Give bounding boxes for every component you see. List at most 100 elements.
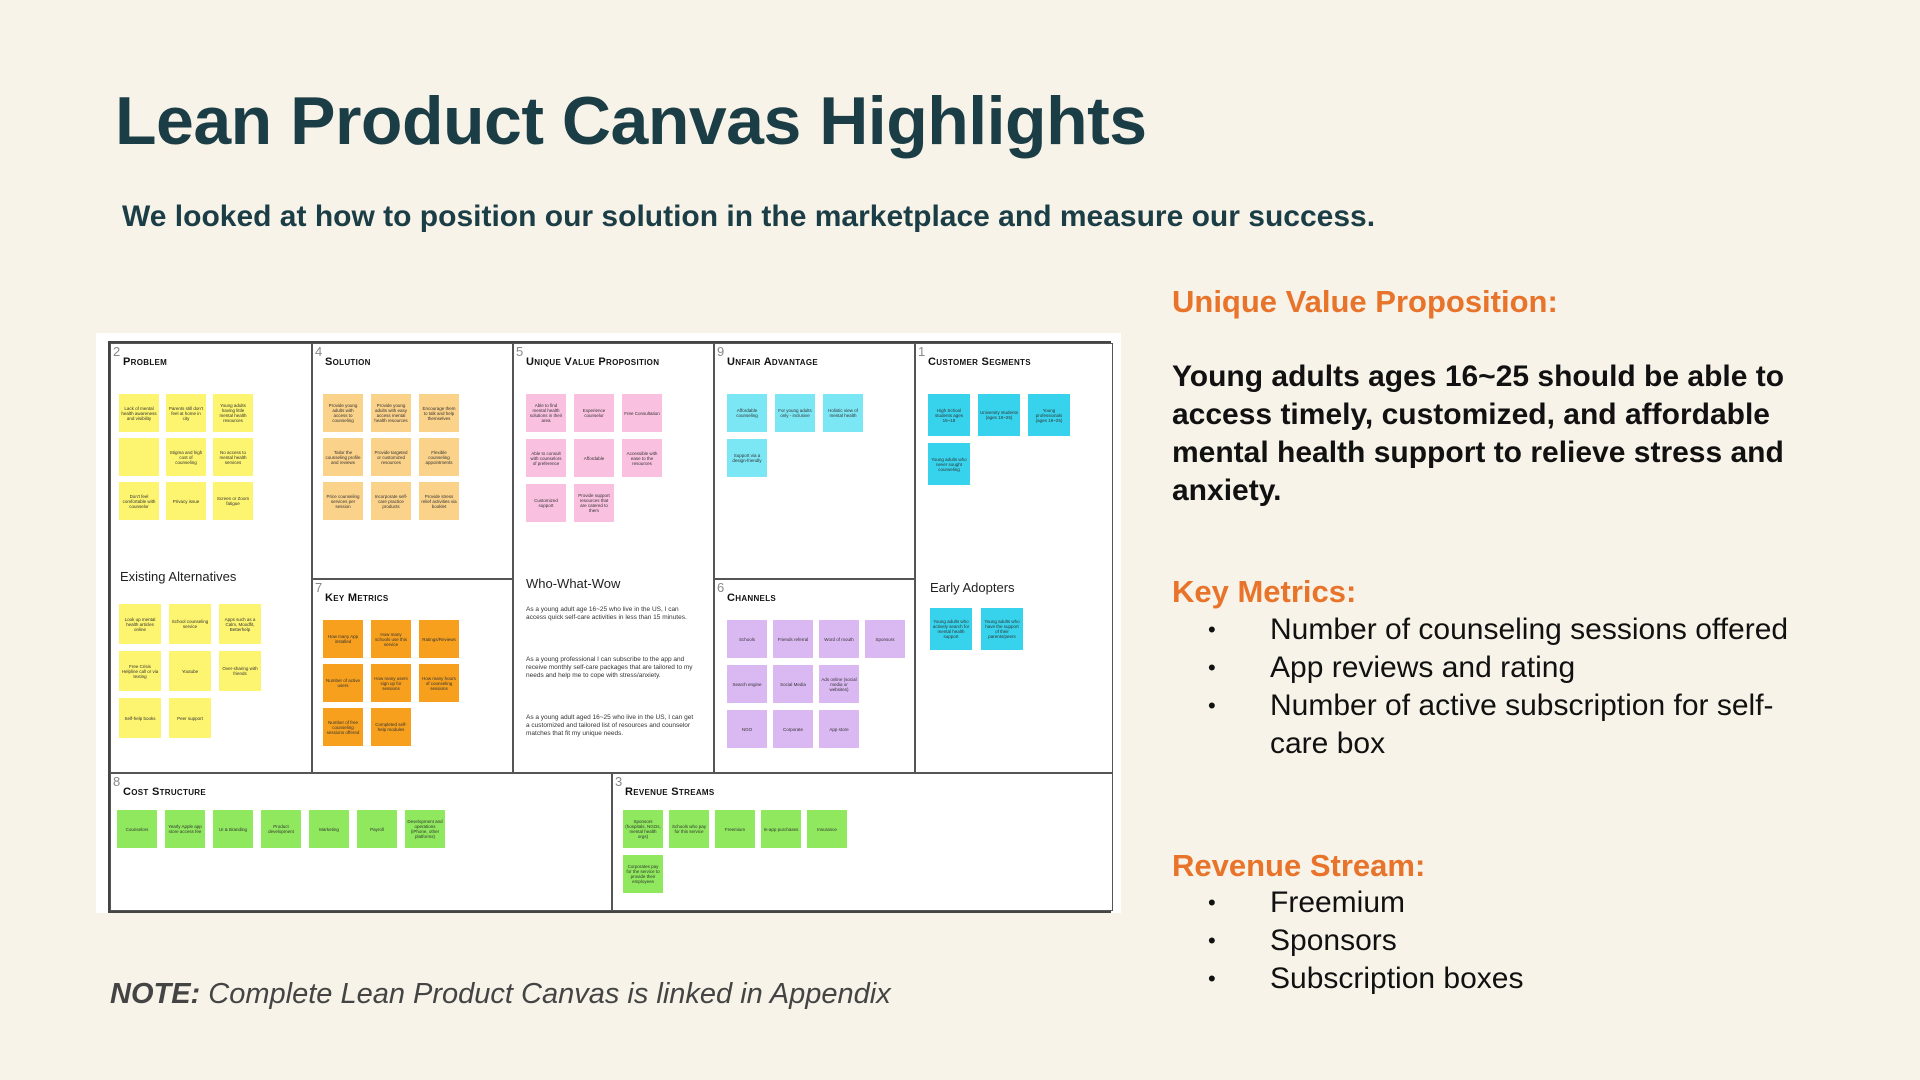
sticky-note: Provide young adults with access to coun… [323,394,363,432]
cost-notes: Counselors Yearly Apple app store access… [117,810,445,848]
sticky-note: Schools [727,620,767,658]
empty-slot [865,665,905,703]
cell-number: 1 [918,344,926,359]
sticky-note: Privacy issue [166,482,206,520]
sticky-note: Parents still don't feel at home in city [166,394,206,432]
sticky-note: Word of mouth [819,620,859,658]
sticky-note: Young professionals (ages 18~25) [1028,394,1070,436]
sticky-note: High School students ages 16~18 [928,394,970,436]
sticky-note: Support via a design-friendly [727,439,767,477]
sticky-note: Customized support [526,484,566,522]
uvp-notes: Able to find mental health solutions in … [526,394,662,522]
sticky-note: Self-help books [119,698,161,738]
sticky-note: Friends referral [773,620,813,658]
sticky-note: Able to consult with counselors of prefe… [526,439,566,477]
note-label: NOTE: [110,978,201,1010]
sticky-note: How many schools use this service [371,620,411,658]
sticky-note: Accessible with ease to the resources [622,439,662,477]
cell-heading: Unfair Advantage [727,356,819,368]
sticky-note: App store [819,710,859,748]
page-subtitle: We looked at how to position our solutio… [122,200,1376,233]
cell-number: 4 [315,344,323,359]
cell-number: 8 [113,774,121,789]
sticky-note: Payroll [357,810,397,848]
sticky-note: Ads online (social media or websites) [819,665,859,703]
unfair-notes: Affordable counseling For young adults o… [727,394,863,477]
sticky-note: Holistic view of mental health [823,394,863,432]
list-item: Sponsors [1208,922,1828,960]
canvas-cell-channels: 6 Channels Schools Friends referral Word… [714,579,915,773]
sticky-note: Corporate [773,710,813,748]
sticky-note: Young adults who have the support of the… [981,608,1023,650]
revenue-stream-heading: Revenue Stream: [1172,848,1426,883]
sticky-note: In-app purchases [761,810,801,848]
cell-heading: Cost Structure [123,786,206,798]
sticky-note: Stigma and high cost of counseling [166,438,206,476]
list-item: Number of active subscription for self-c… [1208,687,1828,763]
sticky-note: Provide targeted or customized resources [371,438,411,476]
list-item: Number of counseling sessions offered [1208,611,1828,649]
canvas-cell-customer-segments: 1 Customer Segments High School students… [915,343,1113,773]
appendix-note: NOTE: Complete Lean Product Canvas is li… [110,978,891,1011]
sticky-note: Ratings/Reviews [419,620,459,658]
sticky-note: Young adults having little mental health… [213,394,253,432]
solution-notes: Provide young adults with access to coun… [323,394,459,520]
cell-number: 3 [615,774,623,789]
revenue-stream-list: Freemium Sponsors Subscription boxes [1208,884,1828,998]
sticky-note: Young adults who never sought counseling [928,443,970,485]
cell-number: 7 [315,580,323,595]
sticky-note: How many hours of counseling sessions [419,664,459,702]
uvp-heading: Unique Value Proposition: [1172,284,1558,319]
early-adopters-notes: Young adults who actively search for men… [930,608,1023,650]
sticky-note: Look up mental health articles online [119,604,161,644]
canvas-cell-cost-structure: 8 Cost Structure Counselors Yearly Apple… [110,773,612,911]
cell-heading: Unique Value Proposition [526,356,660,368]
sticky-note: Number of free counseling sessions offer… [323,708,363,746]
lean-canvas-grid: 2 Problem Lack of mental health awarenes… [108,341,1113,913]
alternatives-notes: Look up mental health articles online Sc… [119,604,261,738]
cell-number: 2 [113,344,121,359]
note-text: Complete Lean Product Canvas is linked i… [200,978,891,1010]
sticky-note: University students (ages 18~25) [978,394,1020,436]
sticky-note: Tailor the counseling profile and review… [323,438,363,476]
existing-alternatives-heading: Existing Alternatives [120,569,237,584]
early-adopters-heading: Early Adopters [930,580,1015,595]
sticky-note: Marketing [309,810,349,848]
sticky-note: How many App installed [323,620,363,658]
canvas-cell-unfair-advantage: 9 Unfair Advantage Affordable counseling… [714,343,915,579]
sticky-note: For young adults only - inclusive [775,394,815,432]
sticky-note: Affordable [574,439,614,477]
cell-heading: Key Metrics [325,592,389,604]
canvas-cell-solution: 4 Solution Provide young adults with acc… [312,343,513,579]
list-item: Freemium [1208,884,1828,922]
cell-number: 6 [717,580,725,595]
page-title: Lean Product Canvas Highlights [115,83,1147,159]
canvas-cell-problem: 2 Problem Lack of mental health awarenes… [110,343,312,773]
sticky-note: Completed self-help modules [371,708,411,746]
cell-number: 9 [717,344,725,359]
canvas-cell-uvp: 5 Unique Value Proposition Able to find … [513,343,714,773]
sticky-note: Provide young adults with easy access me… [371,394,411,432]
sticky-note: Lack of mental health awareness and visi… [119,394,159,432]
sticky-note: Development and operations (iPhone, othe… [405,810,445,848]
sticky-note: Screen or Zoom fatigue [213,482,253,520]
revenue-notes: Sponsors (hospitals, NGOs, mental health… [623,810,847,893]
sticky-note: Experience counselor [574,394,614,432]
list-item: App reviews and rating [1208,649,1828,687]
sticky-note: Sponsors [865,620,905,658]
sticky-note: Free Consultation [622,394,662,432]
cell-number: 5 [516,344,524,359]
sticky-note: NGO [727,710,767,748]
canvas-cell-revenue-streams: 3 Revenue Streams Sponsors (hospitals, N… [612,773,1113,911]
channels-notes: Schools Friends referral Word of mouth S… [727,620,905,748]
sticky-note: Young adults who actively search for men… [930,608,972,650]
key-metrics-heading: Key Metrics: [1172,574,1357,609]
canvas-cell-key-metrics: 7 Key Metrics How many App installed How… [312,579,513,773]
sticky-note: Incorporate self-care practice products [371,482,411,520]
sticky-note: Apps such as a Calm, Moodfit, Betterhelp [219,604,261,644]
wow-statement-3: As a young adult aged 16~25 who live in … [526,714,694,737]
sticky-note: How many users sign up for sessions [371,664,411,702]
sticky-note: Over-sharing with friends [219,651,261,691]
sticky-note: Provide support resources that are cater… [574,484,614,522]
sticky-note: Encourage them to talk and help themselv… [419,394,459,432]
